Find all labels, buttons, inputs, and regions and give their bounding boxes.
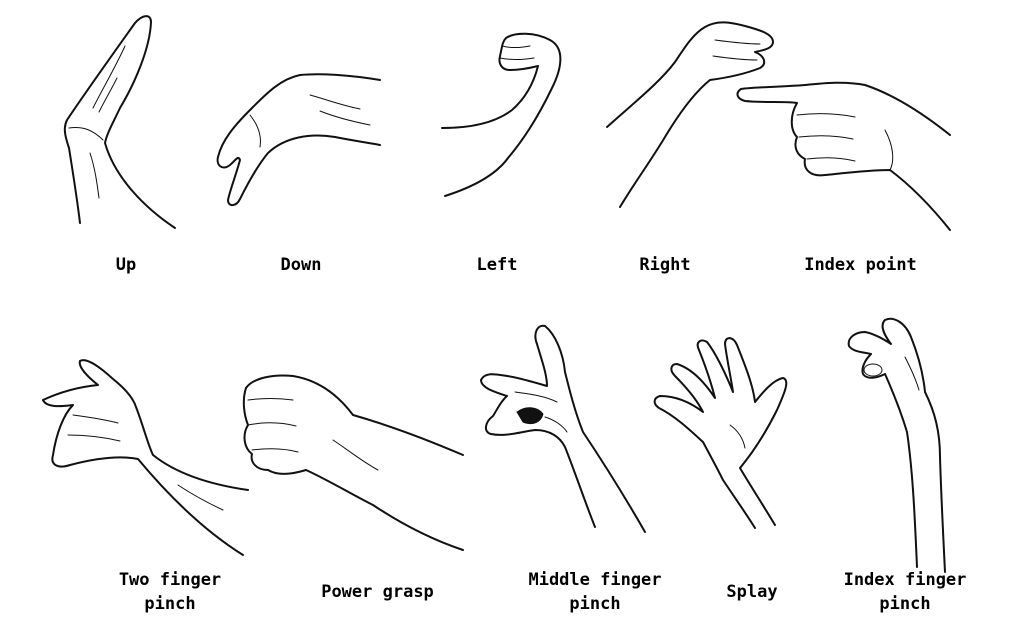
right-hand-illustration [606, 21, 774, 208]
index-finger-pinch-hand-illustration [847, 317, 946, 573]
label-right: Right [639, 255, 691, 275]
up-hand-illustration [63, 15, 176, 229]
index-point-hand-illustration [736, 81, 951, 231]
left-hand-illustration [441, 32, 562, 197]
label-two-finger-pinch: Two finger pinch [118, 570, 222, 614]
label-middle-finger-pinch: Middle finger pinch [528, 570, 662, 614]
middle-finger-pinch-hand-illustration [480, 324, 646, 533]
label-down: Down [280, 255, 322, 275]
label-index-finger-pinch: Index finger pinch [843, 570, 967, 614]
splay-hand-illustration [653, 337, 788, 529]
label-up: Up [115, 255, 137, 275]
label-index-point: Index point [804, 255, 917, 275]
power-grasp-hand-illustration [242, 374, 464, 551]
label-splay: Splay [726, 582, 778, 602]
down-hand-illustration [216, 73, 381, 207]
label-power-grasp: Power grasp [321, 582, 434, 602]
label-left: Left [476, 255, 518, 275]
two-finger-pinch-hand-illustration [42, 359, 249, 556]
